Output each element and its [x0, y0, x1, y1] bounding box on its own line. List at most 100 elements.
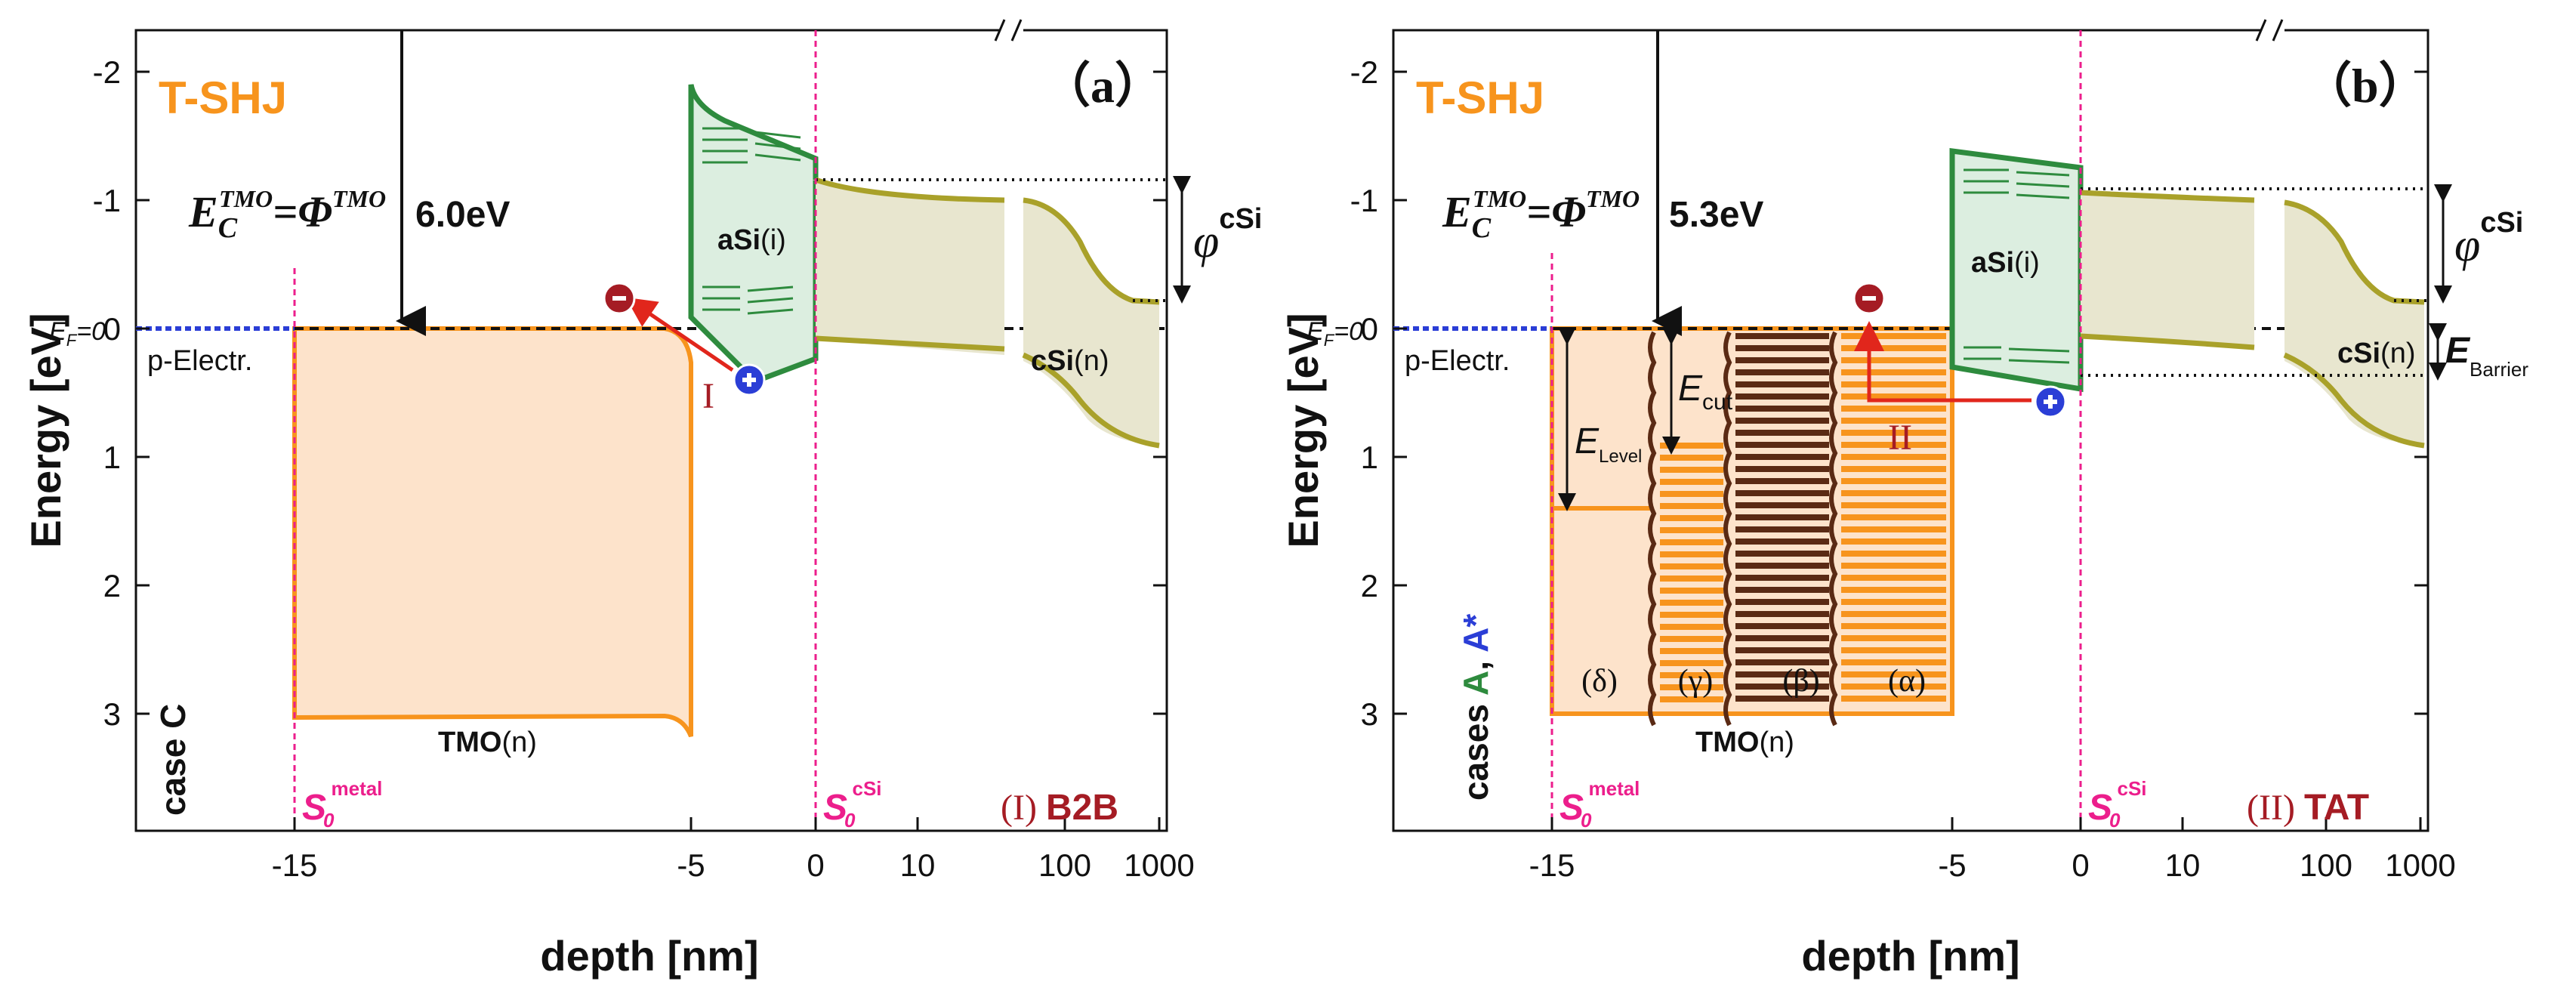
csi-valence-band [2080, 333, 2255, 350]
y-tick-label: 1 [1361, 440, 1378, 475]
asi-label: aSi(i) [1971, 247, 2040, 279]
tmo-band-block [292, 326, 693, 738]
x-tick-label: 0 [2072, 847, 2089, 883]
csi-conduction-band [814, 177, 1005, 203]
csi-band-region [2081, 193, 2254, 347]
mechanism-label: (II)TAT [2247, 788, 2369, 828]
y-tick-label: 3 [103, 696, 121, 732]
x-tick-label: 0 [807, 847, 824, 883]
case-separators [1648, 331, 1838, 727]
panel-b: -2 -1 0 1 2 3 -15 -5 0 10 100 1000 depth… [1279, 19, 2528, 980]
minus-sign-icon [1862, 296, 1876, 301]
csi-band-region-right [1023, 200, 1159, 446]
defect-state-hatching [1660, 333, 1946, 702]
b2b-tunnel-path [625, 297, 734, 372]
case-separator-line [1648, 331, 1657, 727]
case-beta-label: (β) [1782, 664, 1819, 699]
csi-band-region [812, 180, 1004, 355]
y-axis-label: Energy [eV] [22, 313, 69, 548]
electrode-label: p-Electr. [1405, 345, 1510, 377]
y-axis-label: Energy [eV] [1279, 313, 1327, 548]
s0-csi-label: S0cSi [823, 777, 882, 832]
tmo-label: TMO(n) [1695, 727, 1794, 758]
s0-csi-label: S0cSi [2088, 777, 2147, 832]
case-gamma-label: (γ) [1678, 664, 1714, 699]
csi-band-region-right [2284, 202, 2424, 446]
panel-label: （b） [2303, 59, 2427, 113]
x-axis-ticks [1550, 817, 2422, 831]
ec-value: 5.3eV [1669, 195, 1763, 235]
panel-a: -2 -1 0 1 2 3 -15 -5 0 10 100 1000 depth… [22, 19, 1262, 980]
barrier-label: EBarrier [2445, 331, 2528, 381]
x-tick-label: -15 [272, 847, 318, 883]
tat-path [1854, 321, 2031, 403]
x-tick-label: 10 [900, 847, 936, 883]
y-axis-ticks [136, 70, 1167, 715]
csi-conduction-band [2080, 190, 2255, 203]
y-tick-label: -1 [1350, 183, 1378, 218]
ec-equation-label: ECTMO=ΦTMO [188, 185, 386, 244]
y-tick-label: 0 [103, 311, 121, 347]
y-tick-label: -2 [93, 54, 121, 90]
ec-equation-label: ECTMO=ΦTMO [1442, 185, 1640, 244]
y-tick-label: 3 [1361, 696, 1378, 732]
s0-metal-label: S0metal [1559, 777, 1640, 832]
csi-valence-band [815, 335, 1005, 352]
ec-value: 6.0eV [415, 195, 510, 235]
x-tick-label: -5 [1938, 847, 1966, 883]
mechanism-label: (I)B2B [1001, 788, 1118, 828]
y-tick-label: 2 [103, 568, 121, 603]
phi-label: φcSi [2454, 207, 2523, 271]
y-tick-label: -1 [93, 183, 121, 218]
plus-sign-icon [747, 373, 751, 387]
asi-defect-lines [1964, 168, 2070, 364]
panel-label: （a） [1042, 59, 1163, 113]
x-axis-label: depth [nm] [1801, 932, 2019, 980]
path-label: II [1888, 418, 1912, 458]
x-tick-label: 100 [1038, 847, 1091, 883]
e-level-label: ELevel [1575, 421, 1642, 467]
axis-break-mark [2272, 19, 2284, 42]
csi-label: cSi(n) [2337, 338, 2416, 369]
asi-band-block [1949, 148, 2084, 393]
chart-title: T-SHJ [159, 73, 287, 123]
cases-label: cases A, A* [1456, 614, 1495, 801]
x-tick-label: 10 [2165, 847, 2201, 883]
asi-defect-lines [702, 127, 801, 315]
minus-sign-icon [612, 296, 626, 301]
csi-valence-band-right [2283, 352, 2425, 449]
y-tick-label: 2 [1361, 568, 1378, 603]
y-axis-ticks [1393, 70, 2428, 715]
x-tick-label: 1000 [2385, 847, 2455, 883]
y-tick-label: 1 [103, 440, 121, 475]
plot-frame [1392, 29, 2429, 832]
csi-conduction-band-right [1023, 197, 1160, 305]
x-tick-label: 100 [2300, 847, 2352, 883]
csi-conduction-band-right [2284, 199, 2425, 305]
csi-valence-band-right [1022, 352, 1160, 449]
chart-title: T-SHJ [1416, 73, 1544, 123]
case-delta-label: (δ) [1581, 664, 1618, 699]
case-alpha-label: (α) [1888, 664, 1926, 699]
x-axis-label: depth [nm] [540, 932, 758, 980]
case-separator-line [1723, 331, 1732, 727]
electrode-label: p-Electr. [147, 345, 252, 377]
plus-sign-icon [2048, 395, 2053, 409]
case-separator-line [1829, 331, 1838, 727]
asi-label: aSi(i) [717, 224, 786, 256]
case-label: case C [153, 704, 193, 816]
x-axis-ticks [293, 817, 1161, 831]
y-tick-label: -2 [1350, 54, 1378, 90]
x-tick-label: -5 [677, 847, 705, 883]
axis-break-mark [994, 19, 1006, 42]
y-tick-label: 0 [1361, 311, 1378, 347]
ef-label: EF=0 [1307, 317, 1363, 350]
ef-label: EF=0 [49, 317, 106, 350]
tmo-label: TMO(n) [438, 727, 537, 758]
axis-break-mark [2255, 19, 2267, 42]
csi-label: cSi(n) [1031, 345, 1109, 377]
s0-metal-label: S0metal [302, 777, 382, 832]
x-tick-label: 1000 [1124, 847, 1194, 883]
